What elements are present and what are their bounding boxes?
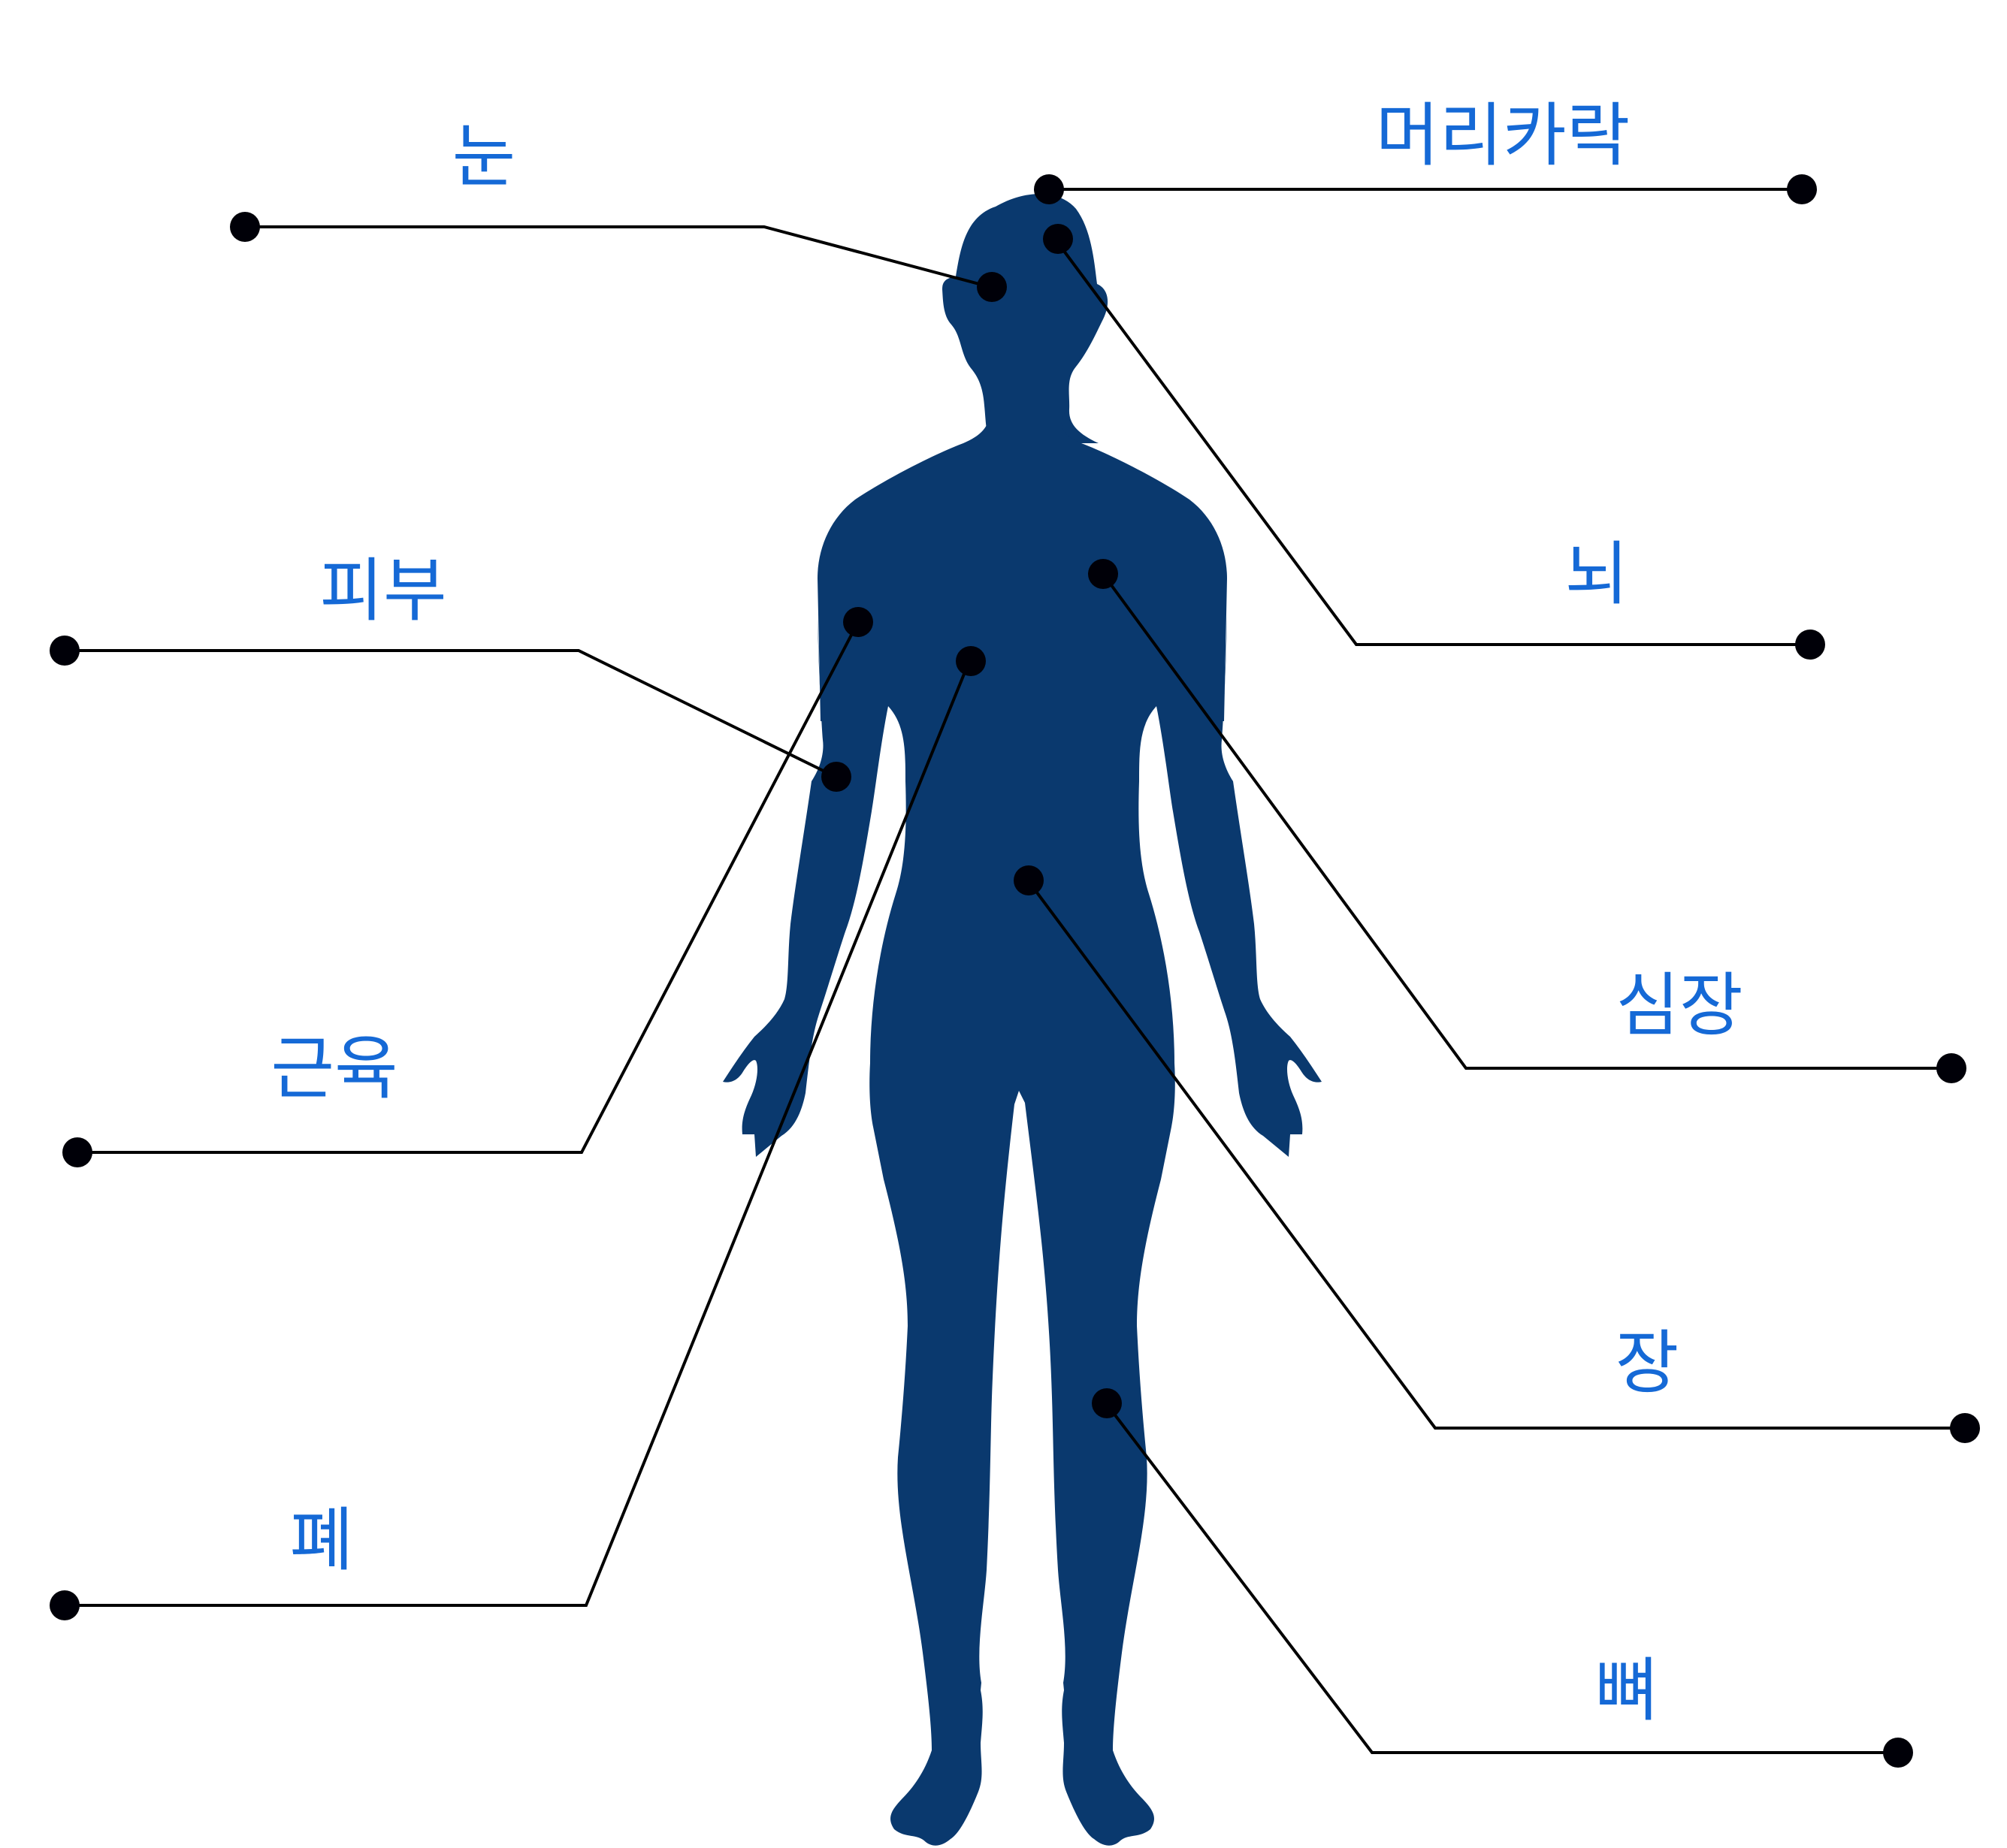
dot-lung-end [50, 1590, 80, 1620]
dot-heart-body [1088, 559, 1118, 589]
leader-line-bone [1105, 1402, 1898, 1754]
dot-heart-end [1936, 1053, 1966, 1083]
leader-line-eye [245, 225, 991, 288]
left-arm [723, 616, 888, 1157]
label-brain: 뇌 [1565, 534, 1629, 614]
dot-skin-end [50, 636, 80, 666]
label-muscle: 근육 [271, 1028, 397, 1109]
label-lung: 폐 [290, 1500, 354, 1581]
leader-line-intestine [1026, 879, 1965, 1430]
leader-line-brain [1053, 237, 1811, 646]
dot-hair-body [1034, 174, 1064, 204]
label-bone: 뼈 [1595, 1650, 1659, 1731]
dot-muscle-end [62, 1137, 92, 1167]
dot-bone-body [1092, 1388, 1122, 1418]
dot-eye-body [977, 272, 1007, 302]
right-arm [1156, 616, 1322, 1157]
label-intestine: 장 [1616, 1323, 1679, 1403]
dot-hair-end [1787, 174, 1817, 204]
label-hair: 머리카락 [1376, 95, 1631, 176]
dot-muscle-body [843, 607, 873, 637]
leader-line-heart [1102, 572, 1951, 1070]
dot-intestine-body [1014, 865, 1044, 895]
label-eye: 눈 [452, 116, 516, 197]
dot-lung-body [956, 646, 986, 676]
leader-line-lung [65, 660, 971, 1607]
torso-and-legs [818, 406, 1227, 1846]
dot-brain-end [1795, 630, 1825, 660]
dot-intestine-end [1950, 1413, 1980, 1443]
leader-line-skin [65, 649, 836, 778]
human-body-silhouette-icon [723, 194, 1322, 1846]
dot-bone-end [1883, 1738, 1913, 1768]
dot-brain-body [1043, 224, 1073, 254]
dot-skin-body [821, 762, 851, 792]
dot-eye-end [230, 212, 260, 242]
leader-line-muscle [77, 621, 860, 1154]
label-skin: 피부 [319, 551, 446, 631]
label-heart: 심장 [1616, 965, 1743, 1046]
